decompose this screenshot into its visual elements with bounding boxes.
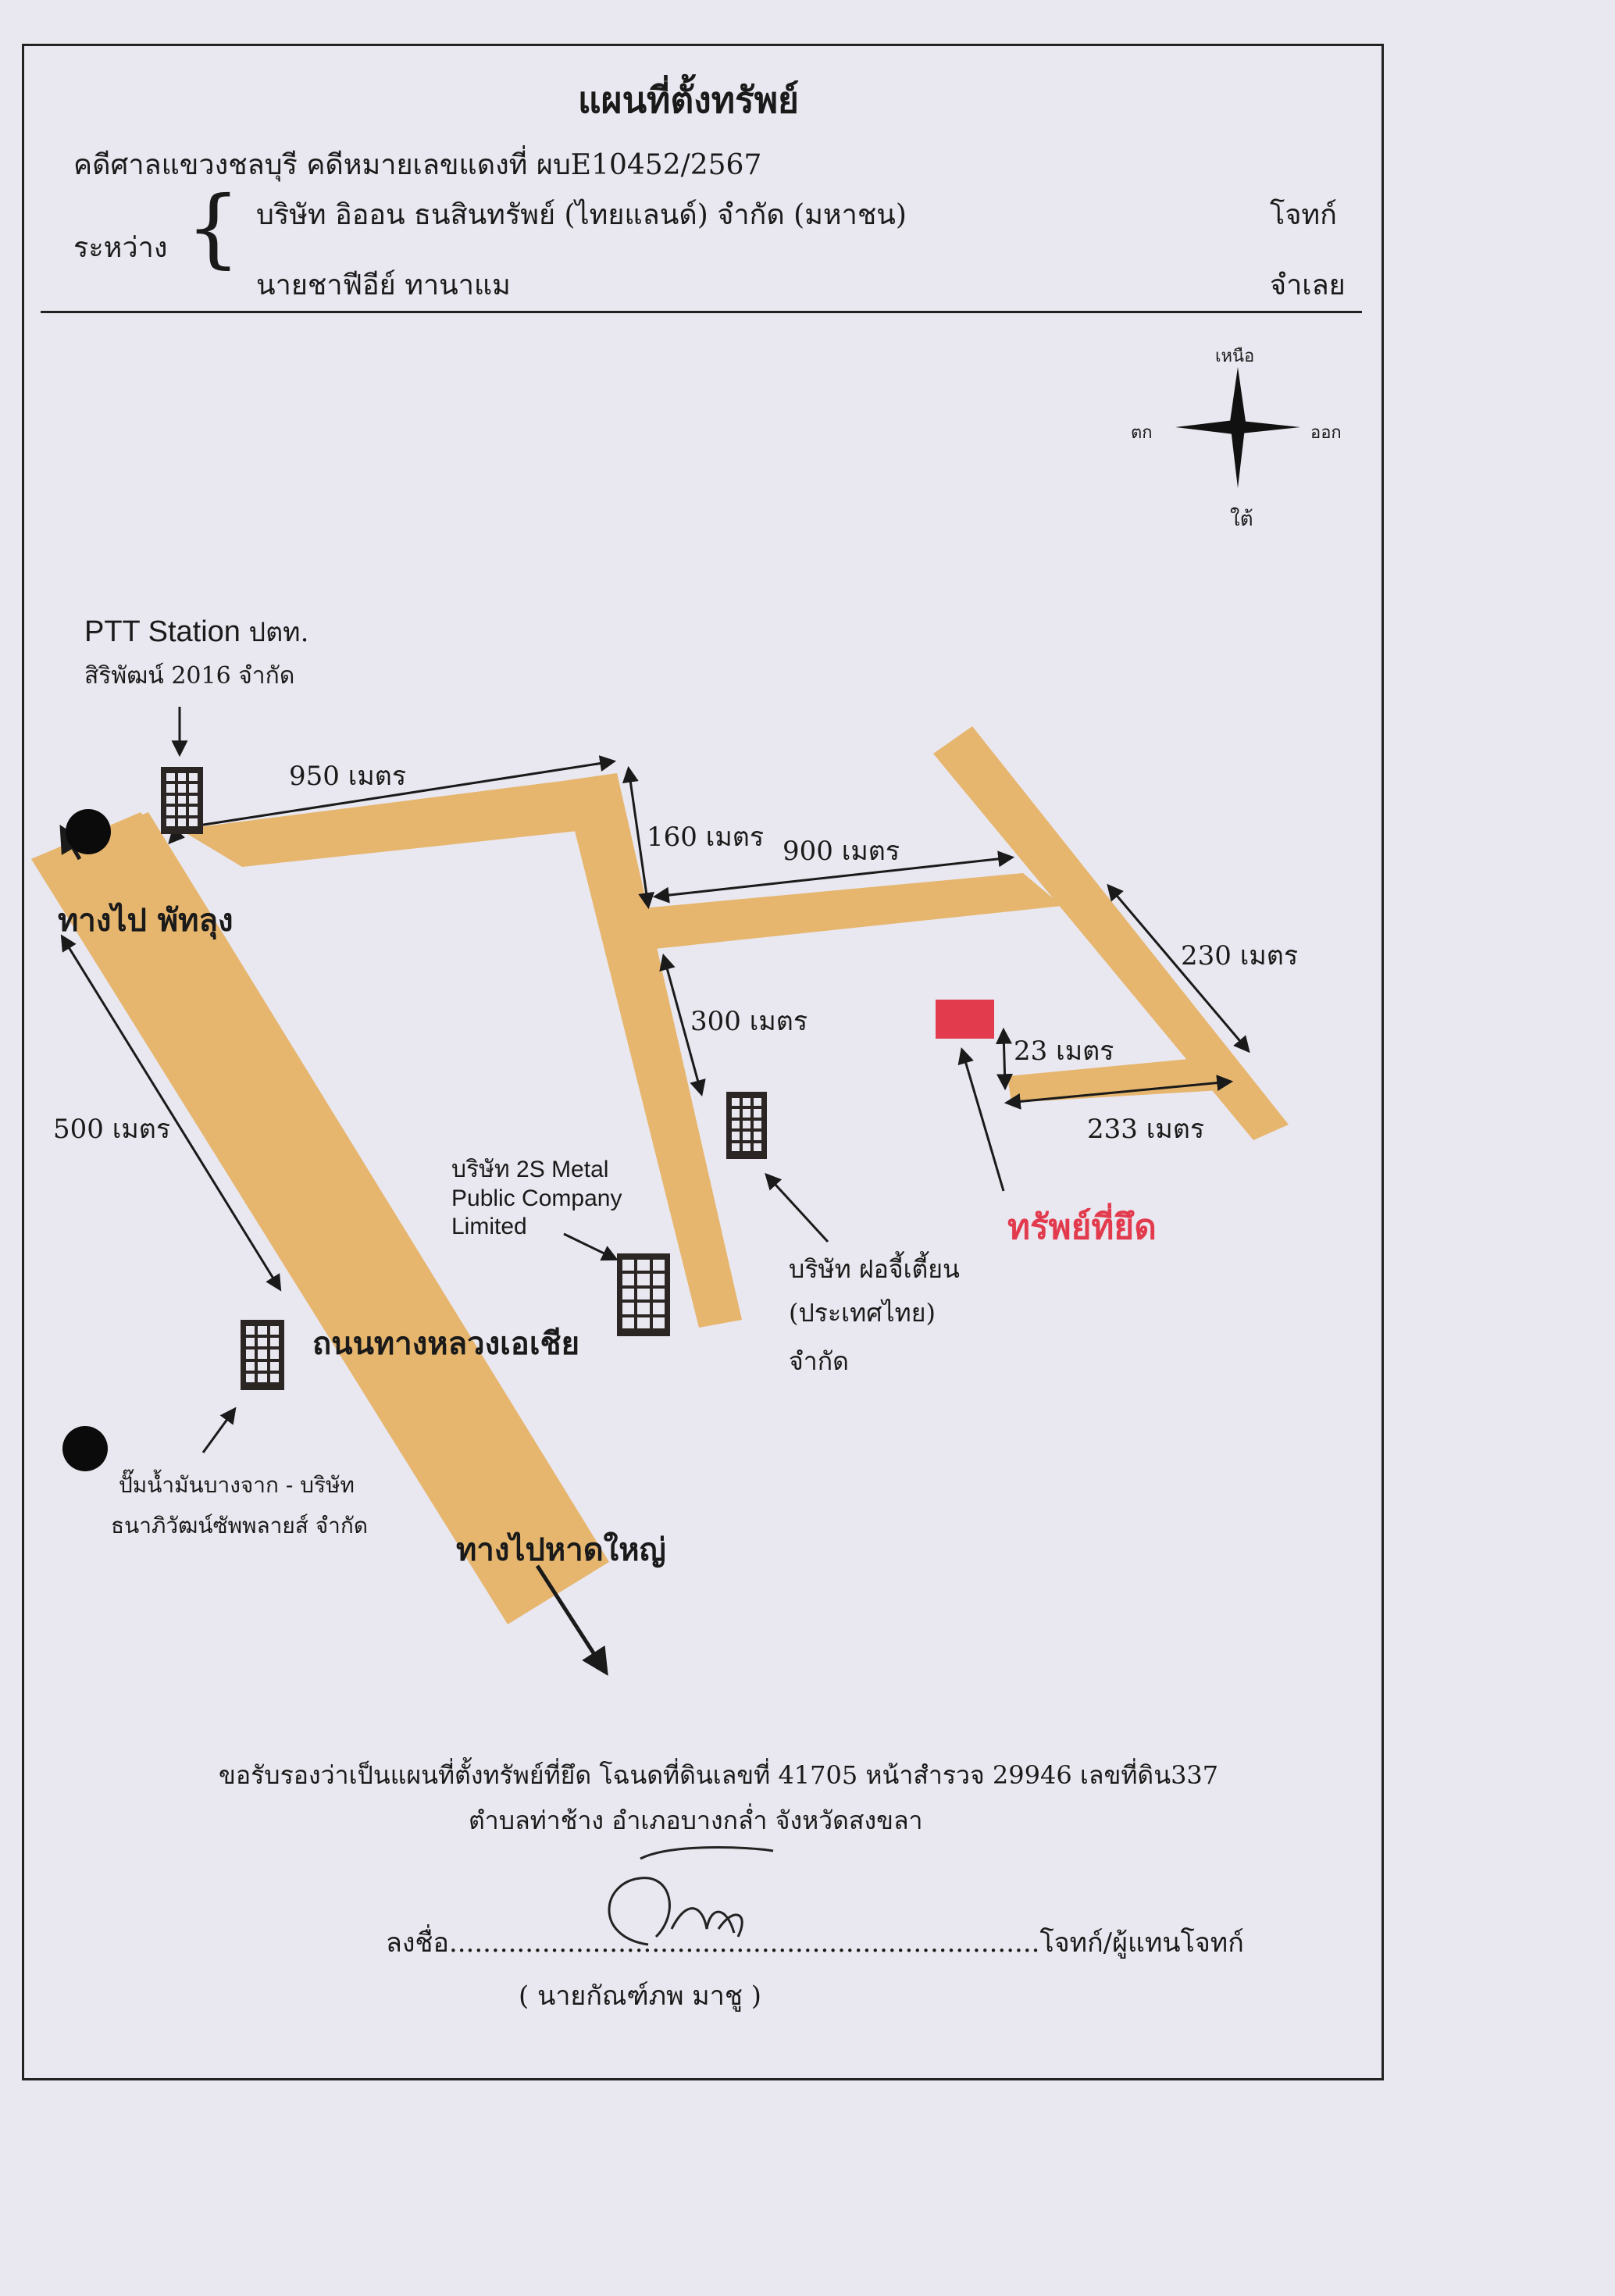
fochi-label-line3: จำกัด xyxy=(789,1346,849,1376)
sign-dots: ........................................… xyxy=(448,1927,1040,1959)
dimension-arrows xyxy=(59,707,1250,1676)
compass-east-label: ออก xyxy=(1310,423,1342,443)
metal-company-building-icon xyxy=(617,1253,670,1336)
ptt-station-label: PTT Station ปตท. xyxy=(84,611,308,653)
distance-500-label: 500 เมตร xyxy=(53,1114,171,1145)
distance-233-label: 233 เมตร xyxy=(1087,1114,1205,1145)
seized-property-marker xyxy=(936,1000,994,1039)
between-label: ระหว่าง xyxy=(73,232,168,264)
metal-company-label-line1: บริษัท 2S Metal xyxy=(451,1157,609,1182)
distance-160-label: 160 เมตร xyxy=(647,822,765,853)
seized-property-label: ทรัพย์ที่ยึด xyxy=(1007,1207,1157,1247)
header-separator xyxy=(41,311,1362,313)
asia-highway-label: ถนนทางหลวงเอเชีย xyxy=(312,1325,580,1362)
compass-north-label: เหนือ xyxy=(1215,347,1255,366)
punch-hole-top xyxy=(66,809,111,854)
gas-station-building-icon xyxy=(241,1320,284,1390)
road-160-300 xyxy=(562,773,742,1328)
signature-line: ลงชื่อ..................................… xyxy=(386,1921,1244,1963)
ptt-company-label: สิริพัฒน์ 2016 จำกัด xyxy=(84,662,295,690)
brace-symbol: { xyxy=(186,177,241,277)
document-title: แผนที่ตั้งทรัพย์ xyxy=(578,79,800,121)
signer-name: ( นายกัณฑ์ภพ มาชู ) xyxy=(519,1980,761,2012)
compass-west-label: ตก xyxy=(1131,423,1153,443)
fochi-label-line1: บริษัท ฝอจี้เตี้ยน xyxy=(789,1254,960,1284)
gas-station-label-line1: ปั๊มน้ำมันบางจาก - บริษัท xyxy=(119,1472,355,1498)
certification-line2: ตำบลท่าช้าง อำเภอบางกล่ำ จังหวัดสงขลา xyxy=(469,1806,923,1835)
fochi-label-line2: (ประเทศไทย) xyxy=(789,1298,936,1328)
distance-950-label: 950 เมตร xyxy=(289,761,407,792)
plaintiff-name: บริษัท อิออน ธนสินทรัพย์ (ไทยแลนด์) จำกั… xyxy=(256,199,907,231)
document-frame xyxy=(22,44,1384,2080)
sign-role: โจทก์/ผู้แทนโจทก์ xyxy=(1039,1927,1244,1959)
ptt-suffix: ปตท. xyxy=(248,617,309,648)
distance-23-label: 23 เมตร xyxy=(1014,1036,1114,1067)
case-line: คดีศาลแขวงชลบุรี คดีหมายเลขแดงที่ ผบE104… xyxy=(73,149,762,181)
ptt-building-icon xyxy=(161,767,203,834)
metal-company-label-line3: Limited xyxy=(451,1214,527,1239)
road-900 xyxy=(625,873,1062,951)
fochi-building-icon xyxy=(726,1092,767,1159)
certification-line1: ขอรับรองว่าเป็นแผนที่ตั้งทรัพย์ที่ยึด โฉ… xyxy=(219,1760,1219,1790)
compass-south-label: ใต้ xyxy=(1230,508,1253,531)
sign-prefix: ลงชื่อ xyxy=(386,1927,449,1959)
road-950 xyxy=(180,781,578,867)
distance-230-label: 230 เมตร xyxy=(1181,940,1299,972)
to-phatthalung-label: ทางไป พัทลุง xyxy=(58,902,234,939)
ptt-name: PTT Station xyxy=(84,615,241,648)
gas-station-label-line2: ธนาภิวัฒน์ซัพพลายส์ จำกัด xyxy=(111,1513,369,1538)
compass-rose xyxy=(1175,367,1300,488)
defendant-name: นายชาฟีอีย์ ทานาแม xyxy=(256,269,511,301)
metal-company-label-line2: Public Company xyxy=(451,1185,622,1211)
distance-900-label: 900 เมตร xyxy=(783,836,900,867)
plaintiff-role: โจทก์ xyxy=(1270,199,1337,231)
distance-300-label: 300 เมตร xyxy=(690,1006,808,1037)
punch-hole-bottom xyxy=(62,1426,108,1471)
to-hatyai-label: ทางไปหาดใหญ่ xyxy=(456,1531,666,1568)
defendant-role: จำเลย xyxy=(1270,269,1346,301)
